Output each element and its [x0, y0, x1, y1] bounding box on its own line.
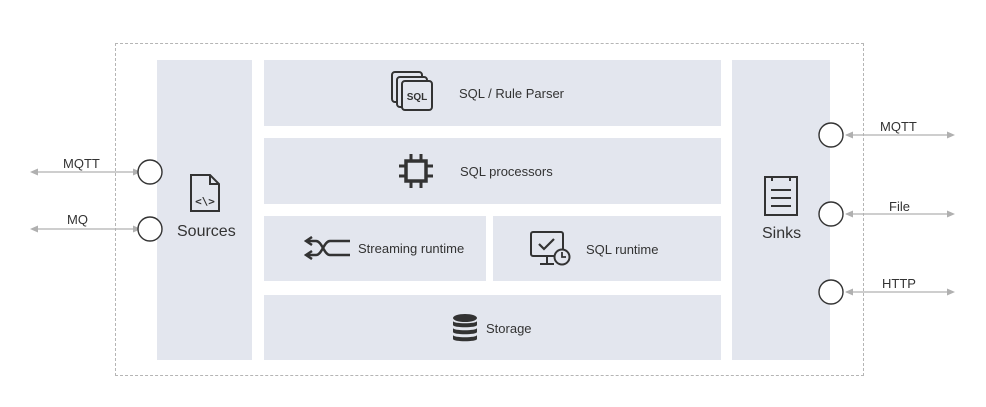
sinks-label: Sinks [762, 225, 802, 242]
database-icon [451, 313, 479, 350]
input-label-mqtt: MQTT [63, 156, 100, 171]
chip-icon [398, 152, 434, 195]
sql-stack-icon: SQL [390, 70, 434, 117]
output-label-file: File [889, 199, 910, 214]
svg-text:SQL: SQL [407, 92, 428, 103]
output-label-http: HTTP [882, 276, 916, 291]
processors-label: SQL processors [460, 164, 553, 179]
sources-label: Sources [177, 223, 236, 240]
output-label-mqtt: MQTT [880, 119, 917, 134]
output-port-mqtt [818, 122, 844, 148]
parser-label: SQL / Rule Parser [459, 86, 565, 101]
monitor-check-icon [529, 230, 573, 275]
sqlruntime-label: SQL runtime [586, 242, 659, 257]
streaming-panel [264, 216, 486, 281]
output-port-http [818, 279, 844, 305]
shuffle-icon [303, 235, 354, 265]
list-document-icon [762, 174, 800, 223]
sinks-panel [732, 60, 830, 360]
input-port-mqtt [137, 159, 163, 185]
streaming-label: Streaming runtime [358, 241, 465, 256]
storage-label: Storage [486, 321, 532, 336]
svg-text:<\>: <\> [195, 195, 215, 208]
parser-panel [264, 60, 721, 126]
storage-panel [264, 295, 721, 360]
input-port-mq [137, 216, 163, 242]
input-label-mq: MQ [67, 212, 88, 227]
system-boundary [115, 43, 864, 376]
processors-panel [264, 138, 721, 204]
output-port-file [818, 201, 844, 227]
code-file-icon: <\> [188, 172, 222, 219]
